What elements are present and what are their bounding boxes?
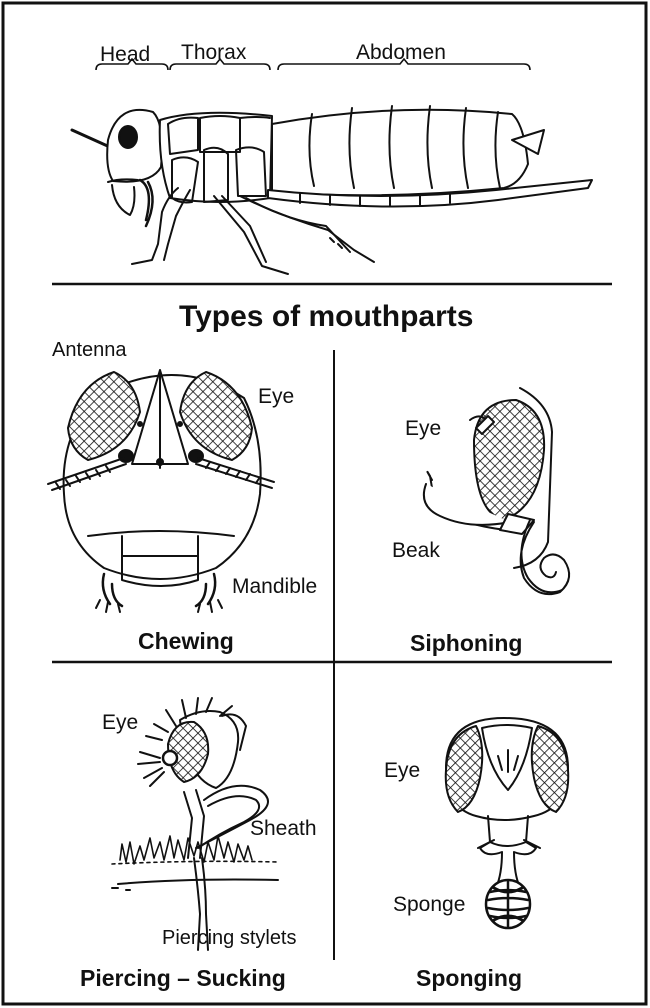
caption-chewing: Chewing (138, 630, 234, 653)
siphoning-head-drawing (424, 388, 569, 594)
caption-piercing-sucking: Piercing – Sucking (80, 967, 286, 990)
label-piercing-eye: Eye (102, 712, 138, 733)
label-siphoning-eye: Eye (405, 418, 441, 439)
label-head: Head (100, 44, 150, 65)
label-sponge: Sponge (393, 894, 465, 915)
label-sheath: Sheath (250, 818, 317, 839)
insect-body-drawing (72, 106, 592, 274)
label-thorax: Thorax (181, 42, 246, 63)
label-chewing-eye: Eye (258, 386, 294, 407)
caption-siphoning: Siphoning (410, 632, 522, 655)
label-mandible: Mandible (232, 576, 317, 597)
label-abdomen: Abdomen (356, 42, 446, 63)
section-title: Types of mouthparts (179, 302, 473, 332)
label-piercing-stylets: Piercing stylets (162, 928, 297, 948)
label-beak: Beak (392, 540, 440, 561)
caption-sponging: Sponging (416, 967, 522, 990)
label-sponging-eye: Eye (384, 760, 420, 781)
label-antenna: Antenna (52, 340, 127, 360)
